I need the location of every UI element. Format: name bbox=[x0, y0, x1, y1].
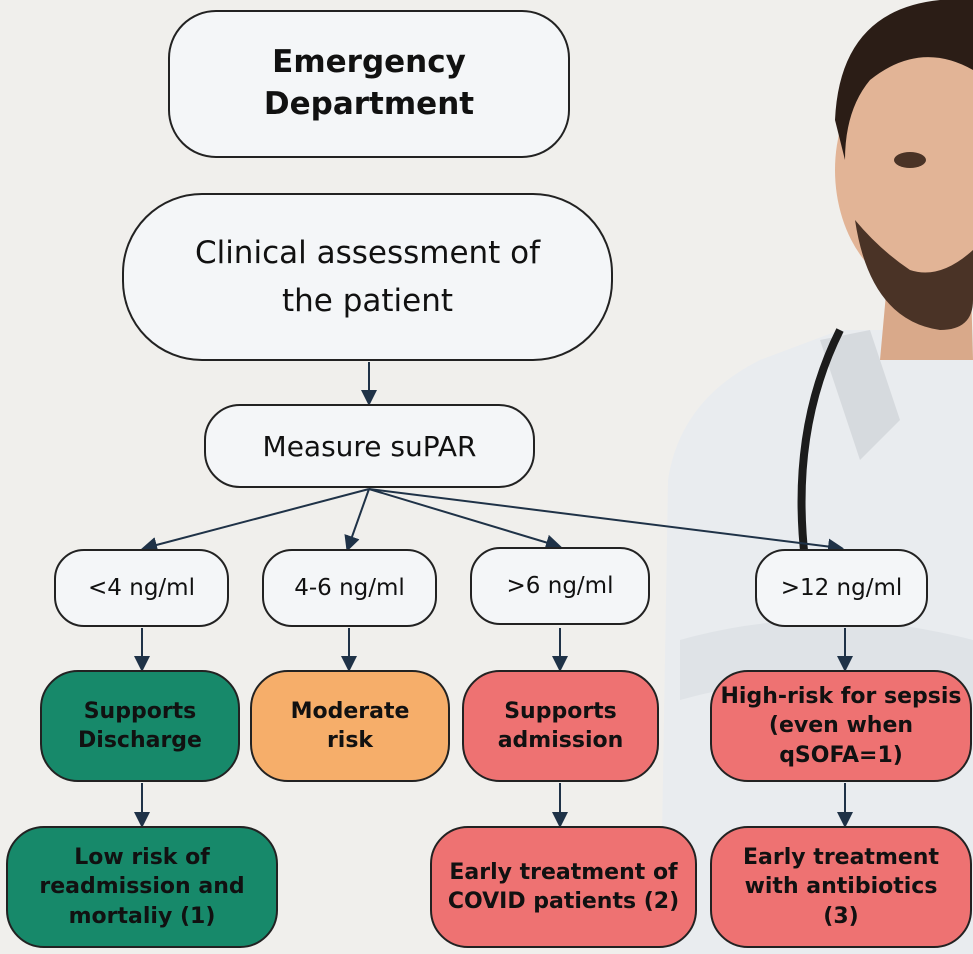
followup-low-risk: Low risk of readmission and mortaliy (1) bbox=[6, 826, 278, 948]
outcome-supports-discharge: Supports Discharge bbox=[40, 670, 240, 782]
outcome-moderate-risk: Moderate risk bbox=[250, 670, 450, 782]
clinical-assessment-box: Clinical assessment of the patient bbox=[122, 193, 613, 361]
doctor-photo bbox=[660, 0, 973, 954]
arrow-to-range-1 bbox=[141, 488, 370, 553]
outcome-high-risk-sepsis: High-risk for sepsis (even when qSOFA=1) bbox=[710, 670, 972, 782]
range-box-gt12: >12 ng/ml bbox=[755, 549, 928, 627]
emergency-department-box: Emergency Department bbox=[168, 10, 570, 158]
range-box-lt4: <4 ng/ml bbox=[54, 549, 229, 627]
measure-supar-box: Measure suPAR bbox=[204, 404, 535, 488]
outcome-supports-admission: Supports admission bbox=[462, 670, 659, 782]
range-box-gt6: >6 ng/ml bbox=[470, 547, 650, 625]
arrow-to-range-4 bbox=[368, 488, 844, 555]
arrow-to-range-2 bbox=[344, 488, 370, 552]
range-box-4-6: 4-6 ng/ml bbox=[262, 549, 437, 627]
arrow-to-range-3 bbox=[368, 488, 562, 551]
followup-antibiotics: Early treatment with antibiotics (3) bbox=[710, 826, 972, 948]
followup-covid-treatment: Early treatment of COVID patients (2) bbox=[430, 826, 697, 948]
